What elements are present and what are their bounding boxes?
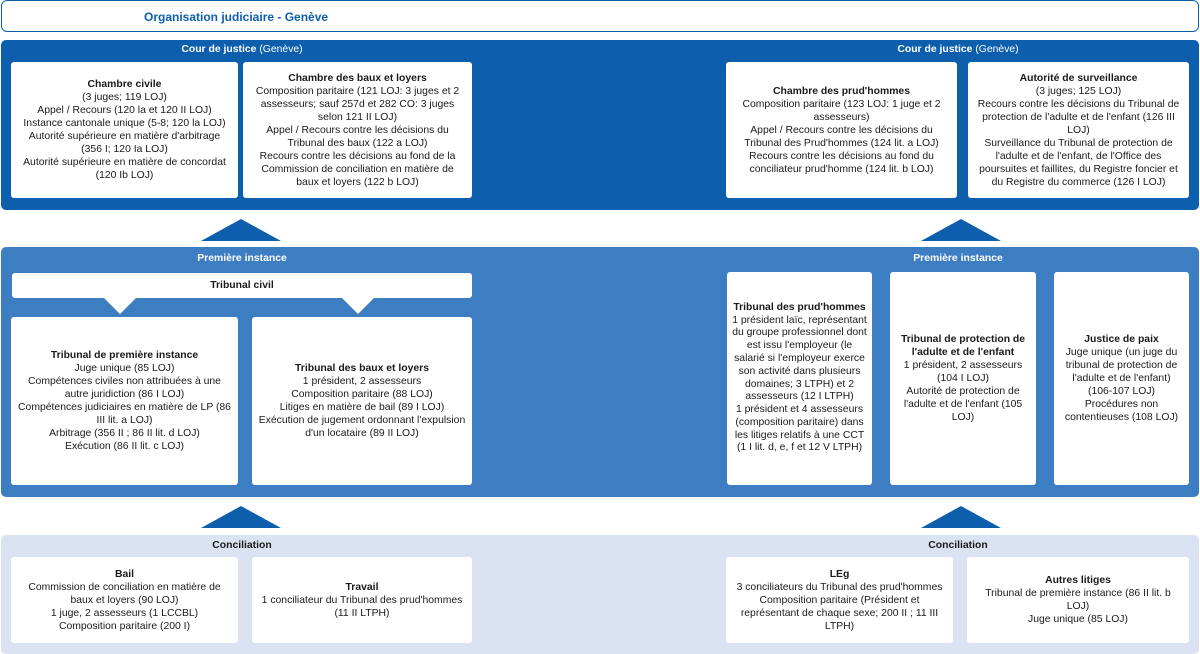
court-left-title-text: Cour de justice [181,44,257,55]
card-line: Recours contre les décisions au fond du … [749,150,934,175]
card-line: Procédures non contentieuses (108 LOJ) [1064,399,1179,423]
card-line: Arbitrage (356 II ; 86 II lit. d LOJ) [49,428,200,439]
tribunal-civil-pointer-right [341,297,375,314]
card-line: Composition paritaire (200 I) [58,620,191,632]
card-line: Composition paritaire (Président et repr… [740,594,939,632]
card-title: Chambre des prud'hommes [772,85,910,97]
concil-left-title: Conciliation [212,540,272,551]
tribunal-civil-pointer-left [103,297,137,314]
card-line: Appel / Recours contre les décisions du … [744,124,939,149]
card-concil-travail: Travail 1 conciliateur du Tribunal des p… [252,557,472,643]
arrow-up-right-court [921,219,1001,241]
card-title: Autorité de surveillance [1019,72,1138,84]
first-left-title: Première instance [197,253,287,264]
card-line: 1 président, 2 assesseurs [302,376,422,387]
card-title: Bail [114,568,135,580]
card-chambre-prudhommes: Chambre des prud'hommes Composition pari… [726,62,957,198]
card-title: Tribunal des prud'hommes [733,301,866,313]
card-line: Recours contre les décisions au fond de … [259,150,456,188]
card-line: Appel / Recours (120 la et 120 II LOJ) [37,105,212,116]
card-line: Exécution de jugement ordonnant l'expuls… [258,415,466,439]
arrow-up-left-court [201,219,281,241]
card-line: Juge unique (85 LOJ) [1028,614,1128,625]
card-concil-autres-litiges: Autres litiges Tribunal de première inst… [967,557,1189,643]
card-line: Autorité supérieure en matière d'arbitra… [28,131,221,155]
card-title: Travail [345,581,379,593]
card-chambre-baux: Chambre des baux et loyers Composition p… [243,62,472,198]
card-line: 1 juge, 2 assesseurs (1 LCCBL) [50,607,199,619]
card-tribunal-prudhommes: Tribunal des prud'hommes 1 président laï… [727,272,872,485]
card-line: Appel / Recours contre les décisions du … [266,124,449,149]
card-line: 1 président laïc, représentant du groupe… [732,314,867,403]
card-tribunal-protection: Tribunal de protection de l'adulte et de… [890,272,1036,485]
card-title: Autres litiges [1045,575,1111,586]
arrow-up-left-first [201,506,281,528]
card-line: Composition paritaire (121 LOJ: 3 juges … [255,85,460,123]
card-line: 1 président, 2 assesseurs (104 I LOJ) [903,360,1023,384]
card-line: Commission de conciliation en matière de… [28,581,221,606]
card-line: Autorité de protection de l'adulte et de… [903,386,1023,423]
card-line: Composition paritaire (123 LOJ: 1 juge e… [742,98,941,123]
card-line: Juge unique (85 LOJ) [74,363,175,374]
card-title: Chambre des baux et loyers [288,72,427,84]
card-line: 1 conciliateur du Tribunal des prud'homm… [261,594,463,619]
court-left-subtitle: (Genève) [259,44,303,55]
card-line: Compétences judiciaires en matière de LP… [18,402,231,426]
court-right-title-text: Cour de justice [897,44,973,55]
card-title: Tribunal de protection de l'adulte et de… [900,334,1026,358]
card-concil-leg: LEg 3 conciliateurs du Tribunal des prud… [726,557,953,643]
card-line: Recours contre les décisions du Tribunal… [977,98,1180,136]
card-line: Compétences civiles non attribuées à une… [28,376,221,400]
card-line: 3 conciliateurs du Tribunal des prud'hom… [736,581,943,593]
card-line: (3 juges; 119 LOJ) [82,92,167,103]
court-left-title: Cour de justice (Genève) [12,44,472,55]
arrow-up-right-first [921,506,1001,528]
card-line: Litiges en matière de bail (89 I LOJ) [279,402,445,413]
header-bar: Organisation judiciaire - Genève [1,0,1199,32]
card-title: Chambre civile [87,79,162,90]
card-line: Composition paritaire (88 LOJ) [291,389,433,400]
first-right-title: Première instance [913,253,1003,264]
card-title: LEg [829,568,850,580]
card-line: Instance cantonale unique (5-8; 120 la L… [23,118,226,129]
page-title: Organisation judiciaire - Genève [144,10,329,24]
card-line: Surveillance du Tribunal de protection d… [979,137,1178,188]
court-right-title: Cour de justice (Genève) [727,44,1189,55]
card-autorite-surveillance: Autorité de surveillance (3 juges; 125 L… [968,62,1189,198]
concil-right-title: Conciliation [928,540,988,551]
card-line: (3 juges; 125 LOJ) [1035,85,1122,97]
court-right-subtitle: (Genève) [975,44,1019,55]
tribunal-civil-box: Tribunal civil [12,273,472,298]
card-justice-de-paix: Justice de paix Juge unique (un juge du … [1054,272,1189,485]
card-line: Autorité supérieure en matière de concor… [23,157,226,181]
card-tribunal-baux-loyers: Tribunal des baux et loyers 1 président,… [252,317,472,485]
card-line: Tribunal de première instance (86 II lit… [985,588,1171,612]
card-title: Justice de paix [1084,334,1159,345]
card-concil-bail: Bail Commission de conciliation en matiè… [11,557,238,643]
card-line: Exécution (86 II lit. c LOJ) [65,441,184,452]
card-title: Tribunal des baux et loyers [295,363,429,374]
card-chambre-civile: Chambre civile (3 juges; 119 LOJ) Appel … [11,62,238,198]
card-line: Juge unique (un juge du tribunal de prot… [1065,347,1178,397]
card-line: 1 président et 4 assesseurs (composition… [734,404,865,454]
card-title: Tribunal de première instance [50,350,199,361]
card-tribunal-premiere-instance: Tribunal de première instance Juge uniqu… [11,317,238,485]
